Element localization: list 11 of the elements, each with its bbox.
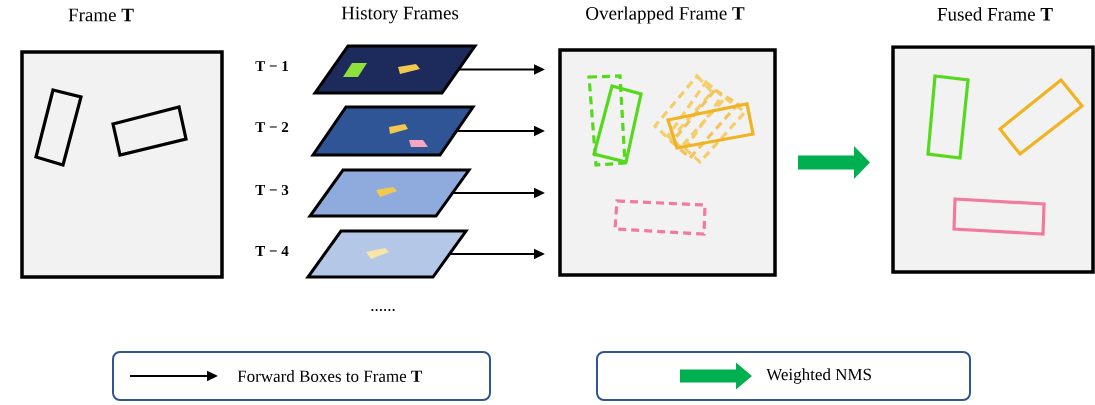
frame-index-label: T − 1 <box>255 61 288 71</box>
frame-index-label: T − 3 <box>255 184 289 196</box>
frame-index-label: T − 4 <box>255 246 289 256</box>
ellipsis-text: ...... <box>371 309 395 311</box>
panel-heading: Overlapped Frame T <box>586 6 745 24</box>
frame-index-label: T − 2 <box>255 122 289 132</box>
column-heading: History Frames <box>341 6 459 24</box>
legend-text: Forward Boxes to Frame T <box>237 370 423 382</box>
legend-text: Weighted NMS <box>766 368 871 384</box>
panel-heading: Frame T <box>68 8 134 22</box>
panel-heading: Fused Frame T <box>937 7 1053 21</box>
